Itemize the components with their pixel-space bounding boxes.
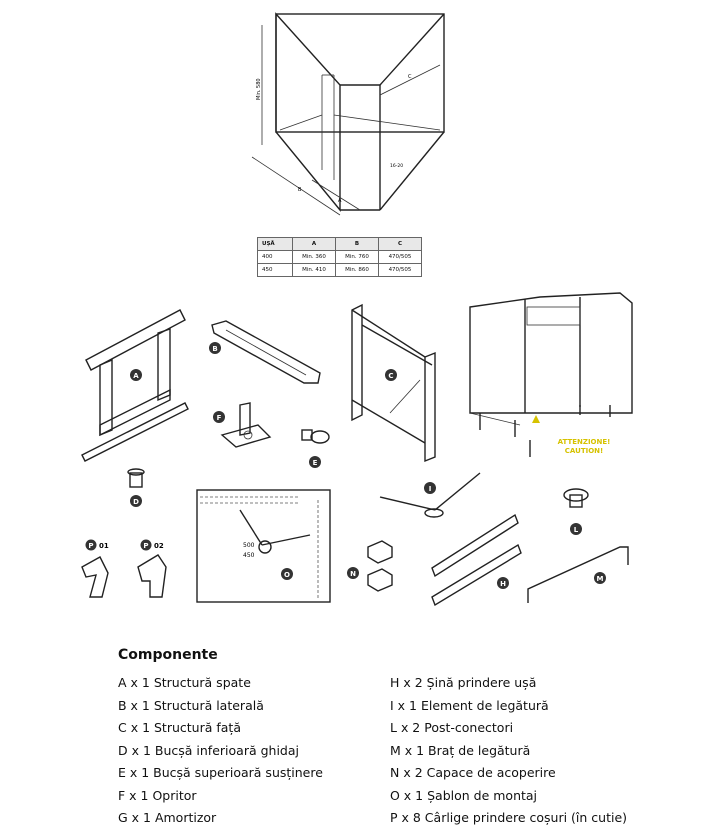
part-h-drawing: H bbox=[431, 513, 522, 607]
caution-line-1: ATTENZIONE! bbox=[558, 438, 611, 446]
part-o-drawing: 500 450 O bbox=[196, 489, 331, 603]
table-cell: Min. 860 bbox=[335, 263, 379, 277]
table-cell: 470/505 bbox=[378, 263, 422, 277]
table-cell: Min. 360 bbox=[292, 250, 336, 264]
list-item: D x 1 Bucșă inferioară ghidaj bbox=[118, 742, 299, 758]
list-item: O x 1 Șablon de montaj bbox=[390, 787, 538, 803]
part-b-label: B bbox=[212, 345, 217, 353]
list-item: H x 2 Șină prindere ușă bbox=[390, 675, 537, 690]
part-l-drawing: L bbox=[563, 488, 589, 535]
part-a-label: A bbox=[133, 372, 139, 380]
parts-illustration: A B C ATTENZIONE! CAUTION! bbox=[81, 292, 633, 607]
column-header: UȘĂ bbox=[257, 237, 293, 251]
list-item: L x 2 Post-conectori bbox=[390, 720, 514, 735]
part-e-label: E bbox=[313, 459, 318, 467]
components-title: Componente bbox=[118, 647, 218, 663]
components-list-right: H x 2 Șină prindere ușă I x 1 Element de… bbox=[390, 672, 627, 830]
width-dimension-label: B bbox=[298, 187, 302, 193]
list-item: P x 8 Cârlige prindere coșuri (în cutie) bbox=[390, 810, 628, 825]
column-header: C bbox=[378, 237, 422, 251]
caution-line-2: CAUTION! bbox=[565, 447, 603, 455]
height-dimension-label: Min. 580 bbox=[256, 78, 262, 100]
part-h-label: H bbox=[500, 580, 506, 588]
part-n-drawing: N bbox=[347, 540, 393, 592]
part-m-drawing: M bbox=[527, 546, 629, 603]
cabinet-illustration: ATTENZIONE! CAUTION! bbox=[469, 292, 633, 457]
part-n-label: N bbox=[350, 570, 356, 578]
clearance-dimension-label: 16-20 bbox=[390, 163, 403, 169]
template-value-2: 450 bbox=[243, 552, 255, 559]
dimension-table: UȘĂ A B C 400 Min. 360 Min. 760 470/505 … bbox=[257, 237, 422, 277]
table-cell: 450 bbox=[257, 263, 293, 277]
depth-dimension-label: C bbox=[408, 74, 412, 80]
part-c-label: C bbox=[388, 372, 393, 380]
list-item: F x 1 Opritor bbox=[118, 787, 197, 803]
part-c-drawing: C bbox=[351, 303, 436, 463]
list-item: G x 1 Amortizor bbox=[118, 810, 217, 825]
part-i-drawing: I bbox=[379, 472, 481, 518]
part-m-label: M bbox=[597, 575, 604, 583]
list-item: A x 1 Structură spate bbox=[118, 675, 251, 690]
column-header: B bbox=[335, 237, 379, 251]
table-row: 450 Min. 410 Min. 860 470/505 bbox=[257, 263, 422, 277]
part-p-badge-1: P bbox=[88, 542, 93, 550]
part-p02-drawing: P 02 bbox=[137, 539, 167, 598]
components-list-left: A x 1 Structură spate B x 1 Structură la… bbox=[118, 672, 323, 830]
column-header: A bbox=[292, 237, 336, 251]
table-row: 400 Min. 360 Min. 760 470/505 bbox=[257, 250, 422, 264]
list-item: C x 1 Structură față bbox=[118, 720, 241, 735]
part-p01-drawing: P 01 bbox=[81, 539, 109, 598]
part-f-label: F bbox=[217, 414, 222, 422]
part-d-label: D bbox=[133, 498, 139, 506]
part-e-drawing: E bbox=[301, 429, 330, 468]
part-o-label: O bbox=[284, 571, 290, 579]
template-value-1: 500 bbox=[243, 542, 255, 549]
list-item: E x 1 Bucșă superioară susținere bbox=[118, 765, 323, 780]
list-item: M x 1 Braț de legătură bbox=[390, 742, 531, 758]
table-cell: Min. 410 bbox=[292, 263, 336, 277]
list-item: B x 1 Structură laterală bbox=[118, 697, 264, 713]
list-item: N x 2 Capace de acoperire bbox=[390, 765, 556, 780]
part-f-drawing: F bbox=[213, 402, 272, 448]
part-a-drawing: A bbox=[81, 309, 189, 462]
part-d-drawing: D bbox=[127, 468, 145, 507]
table-cell: Min. 760 bbox=[335, 250, 379, 264]
part-b-drawing: B bbox=[209, 320, 321, 384]
table-cell: 470/505 bbox=[378, 250, 422, 264]
part-p01-label: 01 bbox=[99, 542, 109, 550]
part-i-label: I bbox=[429, 485, 432, 493]
opening-dimension-label: A bbox=[338, 198, 342, 204]
list-item: I x 1 Element de legătură bbox=[390, 697, 549, 713]
cabinet-dimension-diagram: Min. 580 C B A 16-20 bbox=[251, 12, 445, 216]
table-cell: 400 bbox=[257, 250, 293, 264]
part-p02-label: 02 bbox=[154, 542, 164, 550]
part-l-label: L bbox=[574, 526, 579, 534]
table-header-row: UȘĂ A B C bbox=[257, 237, 422, 251]
part-p-badge-2: P bbox=[143, 542, 148, 550]
